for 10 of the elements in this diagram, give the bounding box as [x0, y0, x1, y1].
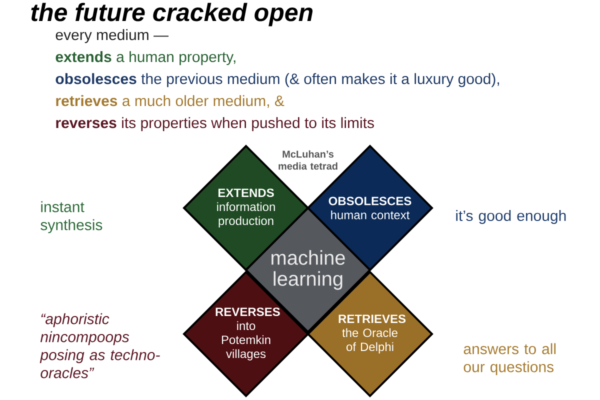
side-note: it’s good enough: [456, 210, 566, 224]
text-line: retrieves a much older medium, &: [56, 95, 284, 108]
side-note: “aphoristic nincompoops posing as techno-oracles”: [40, 313, 160, 378]
title: the future cracked open: [31, 2, 313, 26]
side-note: answers to all our questions: [464, 343, 556, 376]
text-line: every medium —: [56, 29, 169, 44]
text-line: obsolesces the previous medium (& often makes it a luxury good),: [56, 73, 499, 88]
text-line: extends a human property,: [56, 51, 236, 66]
text-line: reverses its properties when pushed to its limits: [56, 117, 374, 132]
side-note: instant synthesis: [40, 201, 102, 234]
